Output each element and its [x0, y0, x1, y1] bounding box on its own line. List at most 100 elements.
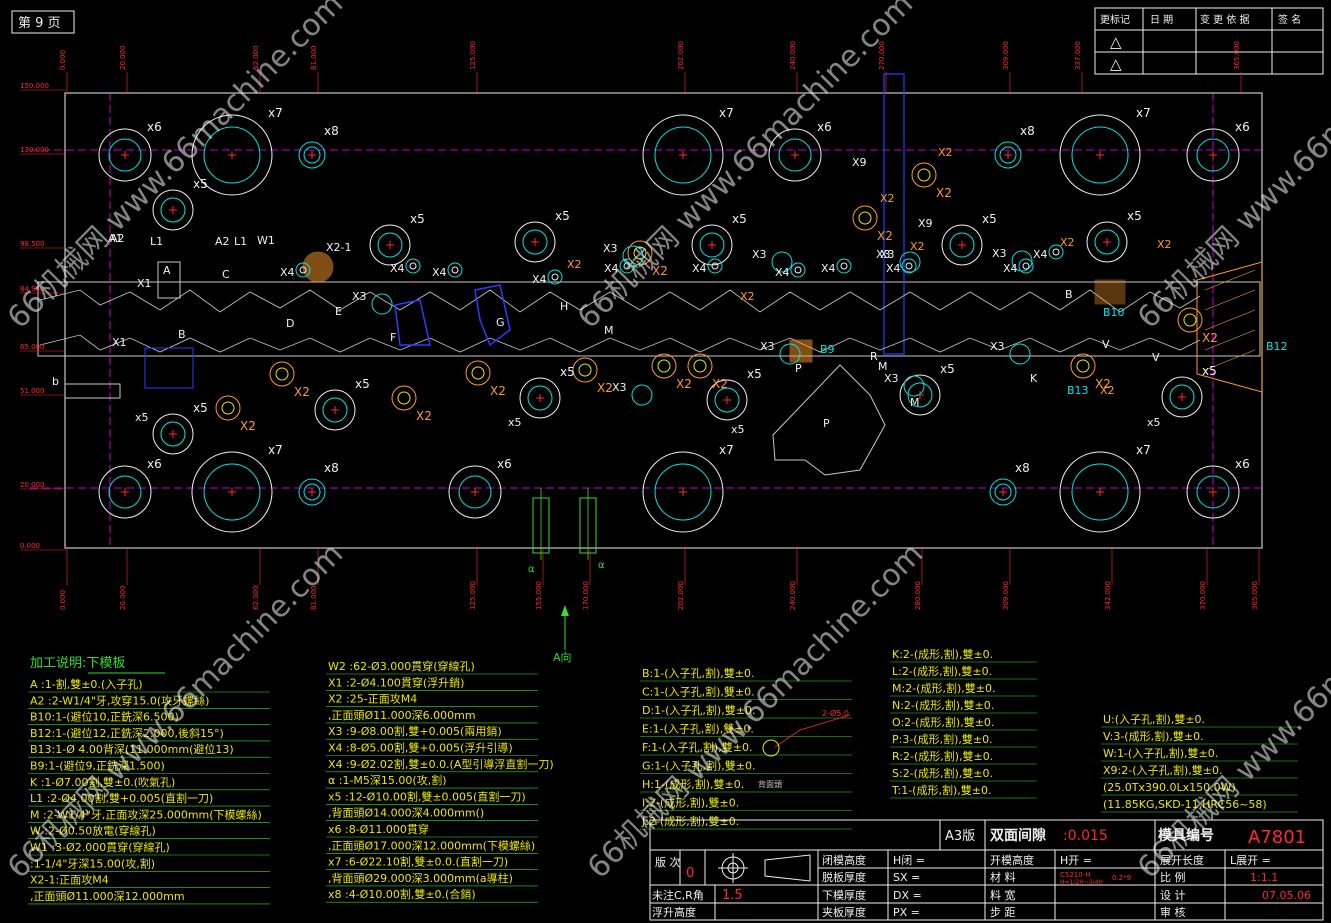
- hole-label-x7: x7: [268, 443, 283, 457]
- callout-text: 2-Ø5.0: [822, 708, 849, 718]
- feature-label: X2: [938, 146, 953, 159]
- hole-label-x5: x5: [555, 209, 570, 223]
- notes-column-4: K:2-(成形,割),雙±0.L:2-(成形,割),雙±0.M:2-(成形,割)…: [890, 647, 1037, 799]
- hole-label-x4: X4: [821, 262, 836, 275]
- hole-x6: [448, 465, 502, 519]
- note-line: J:2-(成形,割),雙±0.: [641, 814, 739, 828]
- hole-x2: [269, 361, 295, 387]
- note-line: X2 :25-正面攻M4: [328, 692, 417, 706]
- note-line: D:1-(入子孔,割),雙±0.: [642, 703, 755, 717]
- dim-top: 0.000: [59, 50, 67, 70]
- material-sub: H=1/2H~3/4H: [1060, 879, 1103, 886]
- scale-value: 1:1.1: [1250, 871, 1278, 884]
- note-line: α :1-M5深15.00(攻,割): [328, 773, 446, 787]
- hole-x4: [405, 258, 421, 274]
- hole-label-x7: x7: [1136, 443, 1151, 457]
- rev-mark-0: △: [1110, 33, 1122, 51]
- note-line: L:2-(成形,割),雙±0.: [892, 664, 992, 678]
- hole-x6: [98, 465, 152, 519]
- hole-label-x3: X3: [612, 381, 627, 394]
- material-label: 材 料: [990, 870, 1016, 884]
- hole-label-x8: x8: [1015, 461, 1030, 475]
- hole-x2: [215, 395, 241, 421]
- note-line: F:1-(入子孔,割),雙±0.: [642, 740, 752, 754]
- note-line: L1 :2-Ø4.00割,雙+0.005(直割一刀): [30, 791, 213, 805]
- dim-top: 365.000: [1233, 41, 1241, 70]
- clamp-t-label: 夹板厚度: [822, 905, 866, 919]
- notes-column-3: B:1-(入子孔,割),雙±0.C:1-(入子孔,割),雙±0.D:1-(入子孔…: [640, 666, 852, 830]
- note-line: ,正面頭Ø17.000深12.000mm(下模螺絲): [328, 838, 535, 852]
- alpha-label-1: α: [528, 564, 535, 575]
- dim-top: 240.000: [789, 41, 797, 70]
- hole-label-x3: X3: [603, 242, 618, 255]
- hole-label-x2: X2: [294, 385, 310, 399]
- design-label: 设 计: [1160, 889, 1186, 902]
- hole-x5: [1086, 221, 1128, 263]
- feature-label: A2: [215, 235, 230, 248]
- clamp-t-value: PX =: [893, 906, 920, 919]
- step-label: 步 距: [990, 906, 1016, 919]
- hole-x3: [899, 251, 921, 273]
- hole-label-x2: X2: [416, 409, 432, 423]
- feature-label: G: [496, 316, 505, 329]
- dim-left: 65.000: [20, 343, 45, 351]
- hole-x2: [687, 353, 713, 379]
- feature-label: X3: [876, 248, 891, 261]
- dim-bottom: 125.000: [469, 581, 477, 610]
- hole-label-x4: X4: [1033, 248, 1048, 261]
- view-arrow: A向 α α: [528, 560, 605, 664]
- hole-label-x4: X4: [390, 262, 405, 275]
- hole-x5: [941, 224, 983, 266]
- note-line: R:2-(成形,割),雙±0.: [892, 749, 993, 763]
- die-plate: [30, 73, 1263, 560]
- hole-label-x2: X2: [652, 264, 668, 278]
- dim-bottom: 81.000: [310, 586, 318, 611]
- hole-x7: [1059, 114, 1141, 196]
- hole-label-x8: x8: [1020, 124, 1035, 138]
- hole-x6: [1186, 465, 1240, 519]
- note-line: H:1-(成形,割),雙±0.: [642, 777, 744, 791]
- hole-label-x3: X3: [760, 340, 775, 353]
- revision-table: 更标记 日 期 变 更 依 据 签 名 △ △: [1094, 7, 1324, 75]
- hole-label-x2: X2: [676, 377, 692, 391]
- feature-label: X1: [137, 277, 152, 290]
- feature-label: M: [604, 324, 614, 337]
- hole-x2: [911, 162, 937, 188]
- hole-label-x5: x5: [193, 401, 208, 415]
- hole-label-x2: X2: [712, 377, 728, 391]
- page-label-text: 第 9 页: [18, 16, 61, 31]
- feature-label: B: [1065, 288, 1073, 301]
- hole-x6: [98, 128, 152, 182]
- dim-bottom: 342.000: [1104, 581, 1112, 610]
- hole-label-x6: x6: [497, 457, 512, 471]
- feature-label: x5: [731, 423, 745, 436]
- dim-bottom: 370.000: [1199, 581, 1207, 610]
- sheet-size: A3版: [945, 829, 975, 844]
- notes-title: 加工说明:下模板: [30, 656, 125, 671]
- feature-label: x5: [135, 411, 149, 424]
- note-line: X2-1:正面攻M4: [30, 873, 109, 887]
- note-line: x8 :4-Ø10.00割,雙±0.(合銷): [328, 887, 476, 901]
- dim-top: 20.000: [119, 46, 127, 71]
- note-line: A2 :2-W1/4"牙,攻穿15.0(攻牙螺絲): [30, 693, 209, 707]
- note-line: T:1-(成形,割),雙±0.: [891, 783, 991, 797]
- width-label: 料 宽: [990, 888, 1016, 902]
- dim-left: 150.000: [20, 82, 49, 90]
- hole-x3: [903, 375, 925, 397]
- feature-label: X9: [852, 156, 867, 169]
- dimension-layer: 150.000130.00098.50084.95065.00051.00020…: [20, 41, 1260, 611]
- hole-x7: [642, 451, 724, 533]
- hole-label-x3: X3: [352, 290, 367, 303]
- note-line: B:1-(入子孔,割),雙±0.: [642, 666, 755, 680]
- note-line: x6 :8-Ø11.000貫穿: [328, 822, 429, 836]
- callout-text-2: 背面頭: [758, 779, 782, 789]
- hole-label-x7: x7: [719, 443, 734, 457]
- hole-x2: [391, 385, 417, 411]
- note-line: X1 :2-Ø4.100貫穿(浮升銷): [328, 675, 464, 689]
- hole-x5: [152, 189, 194, 231]
- note-line: ,正面頭Ø11.000深6.000mm: [328, 709, 476, 722]
- note-line: B9:1-(避位9,正銑深1.500): [30, 759, 165, 773]
- hole-x4: [836, 258, 852, 274]
